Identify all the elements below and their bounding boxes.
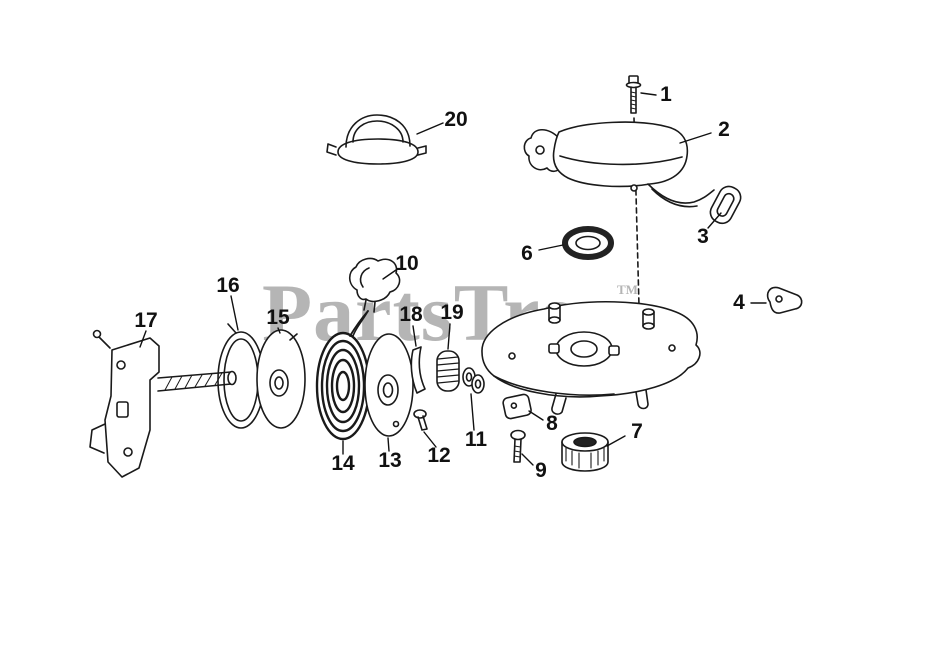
screw-part-12 (413, 409, 428, 431)
part-number-10: 10 (395, 252, 419, 275)
part-number-6: 6 (521, 242, 533, 265)
leader-line-2 (679, 132, 712, 144)
mounting-bracket-part-17 (89, 329, 237, 478)
pulley-disc-part-13 (364, 333, 414, 437)
recoil-spring-part-16 (217, 323, 265, 429)
starter-grip-part-10 (348, 257, 401, 313)
mounting-stud-left (548, 302, 561, 324)
spring-retainer-part-15 (256, 329, 306, 429)
lockout-bracket-part-2 (523, 121, 715, 208)
rope-handle-part-3 (709, 185, 742, 225)
cover-cap-part-20 (326, 114, 427, 165)
ratchet-spring-part-19 (436, 350, 460, 392)
bolt-part-1 (625, 75, 642, 114)
leader-line-8 (528, 410, 544, 421)
leader-line-15 (277, 327, 281, 334)
part-number-8: 8 (546, 412, 558, 435)
seal-grommet-part-6 (562, 226, 614, 260)
leader-line-20 (416, 122, 444, 135)
leader-line-12 (423, 431, 437, 448)
part-number-4: 4 (733, 291, 745, 314)
part-number-18: 18 (399, 303, 423, 326)
leader-line-11 (470, 393, 475, 431)
friction-pad-part-8 (502, 393, 532, 420)
leader-line-17 (139, 330, 147, 348)
starter-cup-part-7 (561, 432, 609, 472)
part-number-16: 16 (216, 274, 240, 297)
leader-line-13 (387, 437, 390, 452)
leader-line-9 (521, 453, 534, 466)
washers-part-11 (462, 367, 485, 394)
leader-line-1 (640, 92, 657, 96)
part-number-14: 14 (331, 452, 355, 475)
pawl-clip-part-4 (766, 286, 803, 314)
part-number-15: 15 (266, 306, 290, 329)
leader-line-7 (606, 435, 626, 447)
part-number-20: 20 (444, 108, 468, 131)
leader-line-18 (412, 325, 417, 347)
leader-line-3 (707, 212, 722, 229)
leader-line-19 (447, 323, 451, 350)
screw-part-9 (510, 429, 526, 463)
part-number-12: 12 (427, 444, 451, 467)
part-number-9: 9 (535, 459, 547, 482)
watermark-trademark: TM (617, 282, 638, 297)
part-number-11: 11 (464, 428, 488, 451)
part-number-3: 3 (697, 225, 709, 248)
leader-line-16 (230, 295, 239, 331)
part-number-1: 1 (660, 83, 672, 106)
part-number-2: 2 (718, 118, 730, 141)
leader-line-10 (382, 269, 397, 280)
rope-pulley-part-14 (315, 310, 371, 441)
part-number-17: 17 (134, 309, 158, 332)
recoil-housing-plate (481, 301, 701, 415)
part-number-7: 7 (631, 420, 643, 443)
part-number-19: 19 (440, 301, 464, 324)
mounting-stud-right (642, 308, 655, 330)
pawl-part-18 (410, 346, 426, 394)
part-number-13: 13 (378, 449, 402, 472)
leader-line-6 (538, 244, 564, 251)
